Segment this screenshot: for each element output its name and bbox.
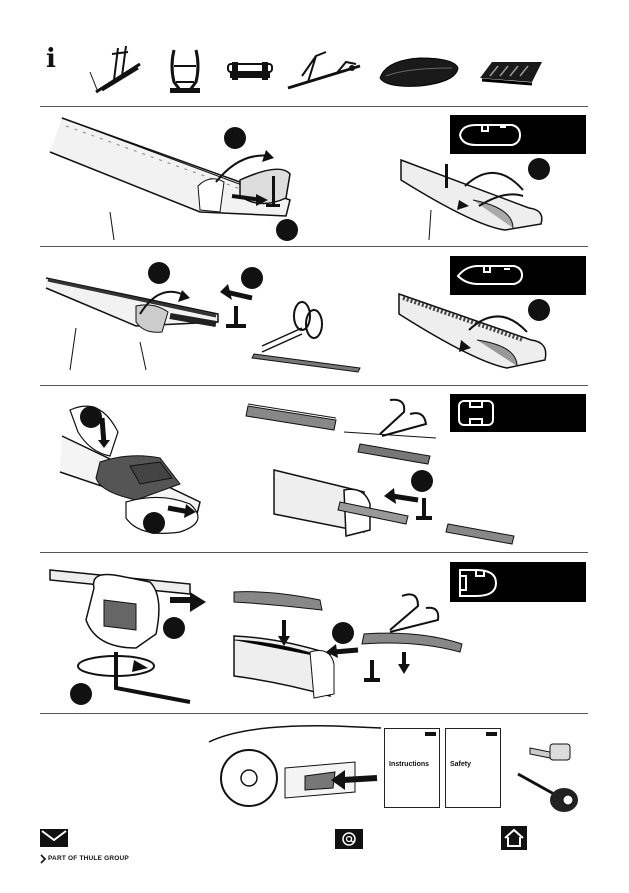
- step-badge-2c: [528, 299, 550, 321]
- section-divider-2: [40, 246, 588, 247]
- right-arrow-icon: [168, 590, 208, 614]
- step-badge-4b: [70, 683, 92, 705]
- step-badge-4c: [332, 622, 354, 644]
- home-icon: [501, 826, 527, 850]
- bike-carrier-icon: [88, 42, 148, 97]
- step-badge-4a: [163, 617, 185, 639]
- wingbar-profile-icon: [456, 122, 522, 148]
- wingbar-end-cap-illustration: [40, 112, 300, 242]
- step-badge-2a: [148, 262, 170, 284]
- wingbar-evo-profile-icon: [456, 262, 524, 288]
- ski-carrier-icon: [226, 60, 274, 84]
- at-sign-icon: [335, 829, 363, 849]
- key-icon: [526, 740, 574, 764]
- square-bar-strip-cut-illustration: [240, 396, 440, 466]
- bike-fork-carrier-icon: [286, 48, 362, 92]
- glovebox-storage-illustration: [205, 722, 385, 814]
- thule-chevron-icon: [40, 855, 46, 863]
- step-badge-2b: [241, 267, 263, 289]
- thule-group-text: PART OF THULE GROUP: [48, 855, 129, 862]
- thule-logo: [425, 732, 436, 736]
- section-divider-4: [40, 552, 588, 553]
- roof-basket-icon: [476, 58, 546, 88]
- square-bar-slot-insert-illustration: [270, 466, 530, 550]
- step-badge-1b: [276, 219, 298, 241]
- step-badge-3b: [143, 512, 165, 534]
- instructions-booklet-title: Instructions: [389, 761, 429, 768]
- slotted-bar-strip-illustration: [230, 586, 480, 712]
- kayak-carrier-icon: [166, 46, 204, 96]
- info-icon: i: [46, 46, 56, 72]
- wingbar-evo-slot-illustration: [40, 262, 370, 372]
- instructions-booklet: Instructions: [384, 728, 440, 808]
- torque-key-icon: [514, 768, 580, 816]
- slotted-bar-profile-icon: [456, 566, 500, 600]
- thule-logo: [486, 732, 497, 736]
- square-bar-profile-icon: [456, 398, 496, 428]
- step-badge-3a: [80, 406, 102, 428]
- section-divider-5: [40, 713, 588, 714]
- safety-booklet-title: Safety: [450, 761, 471, 768]
- square-bar-end-cap-illustration: [40, 392, 220, 542]
- safety-booklet: Safety: [445, 728, 501, 808]
- roof-box-icon: [376, 56, 460, 90]
- section-divider-3: [40, 385, 588, 386]
- envelope-icon: [40, 829, 68, 847]
- step-badge-1c: [528, 158, 550, 180]
- step-badge-1a: [224, 127, 246, 149]
- step-badge-3c: [411, 470, 433, 492]
- section-divider-1: [40, 106, 588, 107]
